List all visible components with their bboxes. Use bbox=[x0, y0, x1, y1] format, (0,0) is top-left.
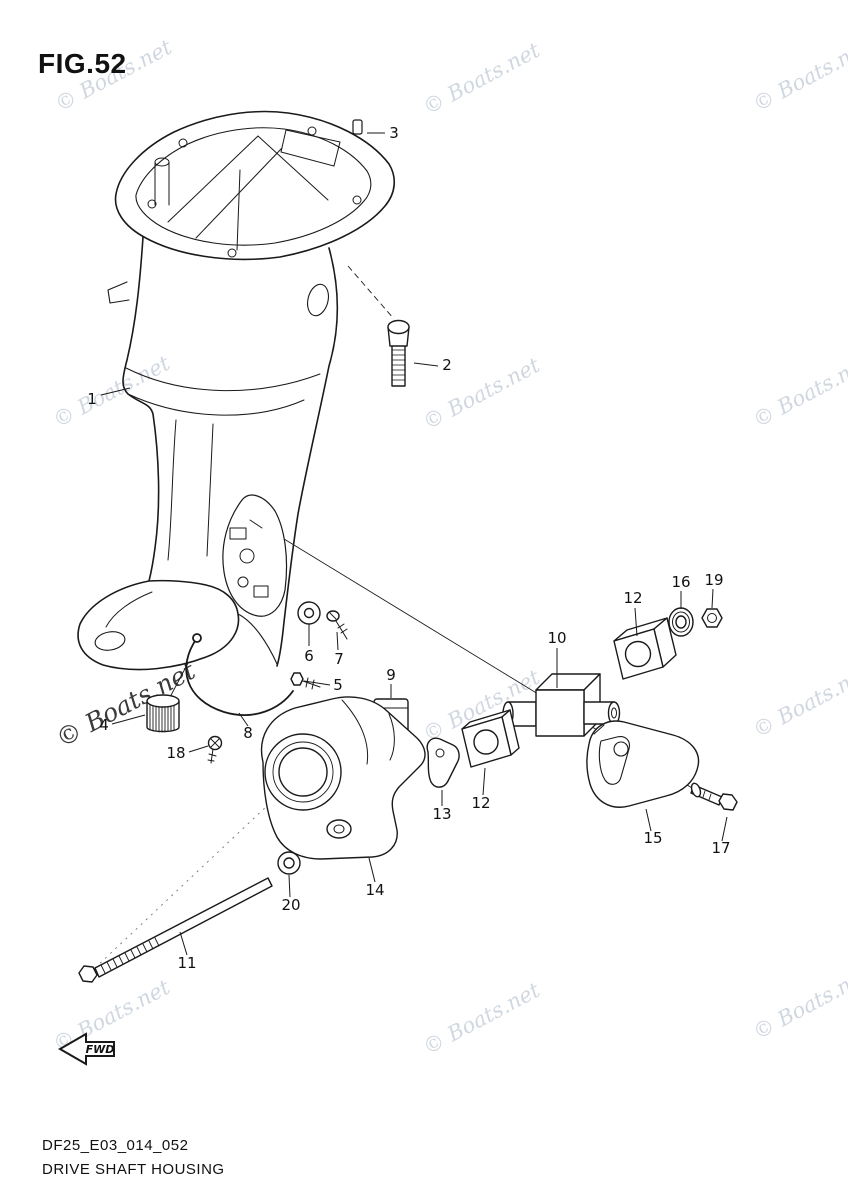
callout-8: 8 bbox=[243, 724, 253, 742]
callout-13: 13 bbox=[432, 805, 451, 823]
footer: DF25_E03_014_052 DRIVE SHAFT HOUSING bbox=[42, 1137, 225, 1178]
part-7-screw bbox=[326, 610, 348, 640]
callout-labels: 1 2 3 4 5 6 7 8 9 10 11 12 12 13 14 15 1… bbox=[87, 124, 730, 972]
part-15-bracket bbox=[586, 720, 700, 808]
callout-12a: 12 bbox=[623, 589, 642, 607]
watermark-text: © Boats.net bbox=[419, 353, 544, 435]
callout-14: 14 bbox=[365, 881, 384, 899]
drive-shaft-housing-drawing bbox=[77, 110, 395, 716]
callout-18: 18 bbox=[166, 744, 185, 762]
callout-15: 15 bbox=[643, 829, 662, 847]
part-12-damper-lower bbox=[461, 709, 520, 768]
part-10-bracket bbox=[502, 673, 621, 737]
callout-17: 17 bbox=[711, 839, 730, 857]
part-5-bolt bbox=[290, 672, 321, 690]
part-17-bolt bbox=[690, 782, 738, 811]
figure-code: DF25_E03_014_052 bbox=[42, 1137, 189, 1154]
callout-16: 16 bbox=[671, 573, 690, 591]
construction-lines bbox=[94, 140, 698, 969]
callout-9: 9 bbox=[386, 666, 396, 684]
watermark-text: © Boats.net bbox=[749, 351, 848, 433]
callout-6: 6 bbox=[304, 647, 314, 665]
callout-12b: 12 bbox=[471, 794, 490, 812]
part-2-bolt bbox=[387, 319, 410, 387]
callout-10: 10 bbox=[547, 629, 566, 647]
part-20-washer bbox=[277, 851, 301, 875]
fwd-arrow-icon bbox=[57, 1032, 115, 1066]
fwd-label: FWD bbox=[86, 1043, 115, 1056]
callout-4: 4 bbox=[99, 716, 109, 734]
watermark-text: © Boats.net bbox=[749, 963, 848, 1045]
watermark-text: © Boats.net bbox=[49, 351, 174, 433]
part-14-swivel-bracket bbox=[260, 696, 426, 860]
figure-name: DRIVE SHAFT HOUSING bbox=[42, 1161, 225, 1178]
watermark-text: © Boats.net bbox=[749, 661, 848, 743]
part-13-plate bbox=[426, 737, 460, 788]
leader-lines bbox=[100, 132, 728, 956]
part-4-cap bbox=[146, 694, 180, 733]
callout-5: 5 bbox=[333, 676, 343, 694]
callout-3: 3 bbox=[389, 124, 399, 142]
part-19-nut bbox=[701, 608, 723, 628]
callout-11: 11 bbox=[177, 954, 196, 972]
callout-19: 19 bbox=[704, 571, 723, 589]
part-8-wire bbox=[185, 633, 294, 716]
watermark-text: © Boats.net bbox=[749, 35, 848, 117]
parts-layer bbox=[78, 319, 738, 983]
part-16-washer bbox=[668, 607, 694, 637]
callout-2: 2 bbox=[442, 356, 452, 374]
fwd-direction-mark: FWD bbox=[57, 1032, 115, 1066]
watermark-text: © Boats.net bbox=[419, 38, 544, 120]
callout-1: 1 bbox=[87, 390, 97, 408]
figure-title: FIG.52 bbox=[38, 48, 127, 79]
callout-20: 20 bbox=[281, 896, 300, 914]
part-3-pin bbox=[352, 119, 363, 135]
part-12-damper-upper bbox=[613, 617, 677, 680]
callout-7: 7 bbox=[334, 650, 344, 668]
part-11-long-bolt bbox=[78, 877, 273, 983]
part-18-screw bbox=[207, 735, 223, 764]
part-6-grommet bbox=[297, 601, 321, 625]
watermark-text: © Boats.net bbox=[419, 978, 544, 1060]
